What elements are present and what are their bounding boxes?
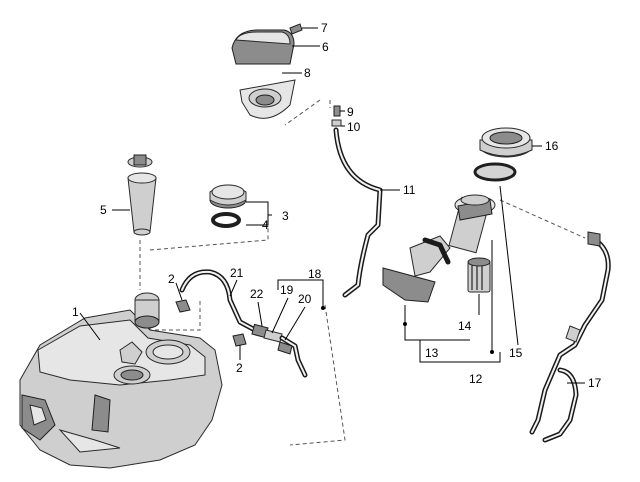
callout-8: 8 xyxy=(304,66,311,80)
callout-20: 20 xyxy=(298,292,312,306)
callout-2-lower: 2 xyxy=(236,361,243,375)
filler-cover xyxy=(231,29,295,65)
callout-7: 7 xyxy=(321,21,328,35)
screw xyxy=(289,23,303,35)
leader-lines xyxy=(79,27,585,384)
callout-22: 22 xyxy=(250,287,264,301)
callout-19: 19 xyxy=(280,283,294,297)
fuel-connector xyxy=(251,323,283,343)
callout-18: 18 xyxy=(308,267,322,281)
return-hose xyxy=(529,231,611,443)
callout-10: 10 xyxy=(347,120,361,134)
fuel-tank xyxy=(19,292,223,469)
filler-funnel xyxy=(239,79,296,119)
fuel-pump-assembly xyxy=(382,194,496,303)
breather-fitting xyxy=(333,105,341,117)
breather-hose xyxy=(333,127,383,298)
pump-seal xyxy=(473,162,517,182)
callout-16: 16 xyxy=(545,139,559,153)
callout-3: 3 xyxy=(282,209,289,223)
callout-4: 4 xyxy=(262,218,269,232)
pump-outlet-hose xyxy=(277,335,308,378)
pump-lock-ring xyxy=(479,127,533,158)
callout-6: 6 xyxy=(322,40,329,54)
callout-9: 9 xyxy=(347,105,354,119)
callout-12: 12 xyxy=(469,372,483,386)
callout-2-upper: 2 xyxy=(168,272,175,286)
fuel-hose xyxy=(179,269,258,333)
breather-clamp xyxy=(331,119,342,127)
callout-labels: 1 2 2 3 4 5 6 7 8 9 10 11 12 13 14 15 16… xyxy=(72,21,602,390)
callout-1: 1 xyxy=(72,305,79,319)
hose-clip-lower xyxy=(232,333,247,347)
callout-17: 17 xyxy=(588,376,602,390)
callout-11: 11 xyxy=(403,183,416,197)
fuel-level-sender xyxy=(127,154,157,236)
callout-14: 14 xyxy=(458,319,472,333)
callout-21: 21 xyxy=(230,266,244,280)
hose-clip-upper xyxy=(175,299,191,313)
callout-5: 5 xyxy=(100,203,107,217)
callout-15: 15 xyxy=(509,346,523,360)
fuel-filter xyxy=(467,257,491,293)
callout-13: 13 xyxy=(425,346,439,360)
fuel-cap-gasket xyxy=(211,212,241,228)
fuel-cap xyxy=(209,184,247,209)
